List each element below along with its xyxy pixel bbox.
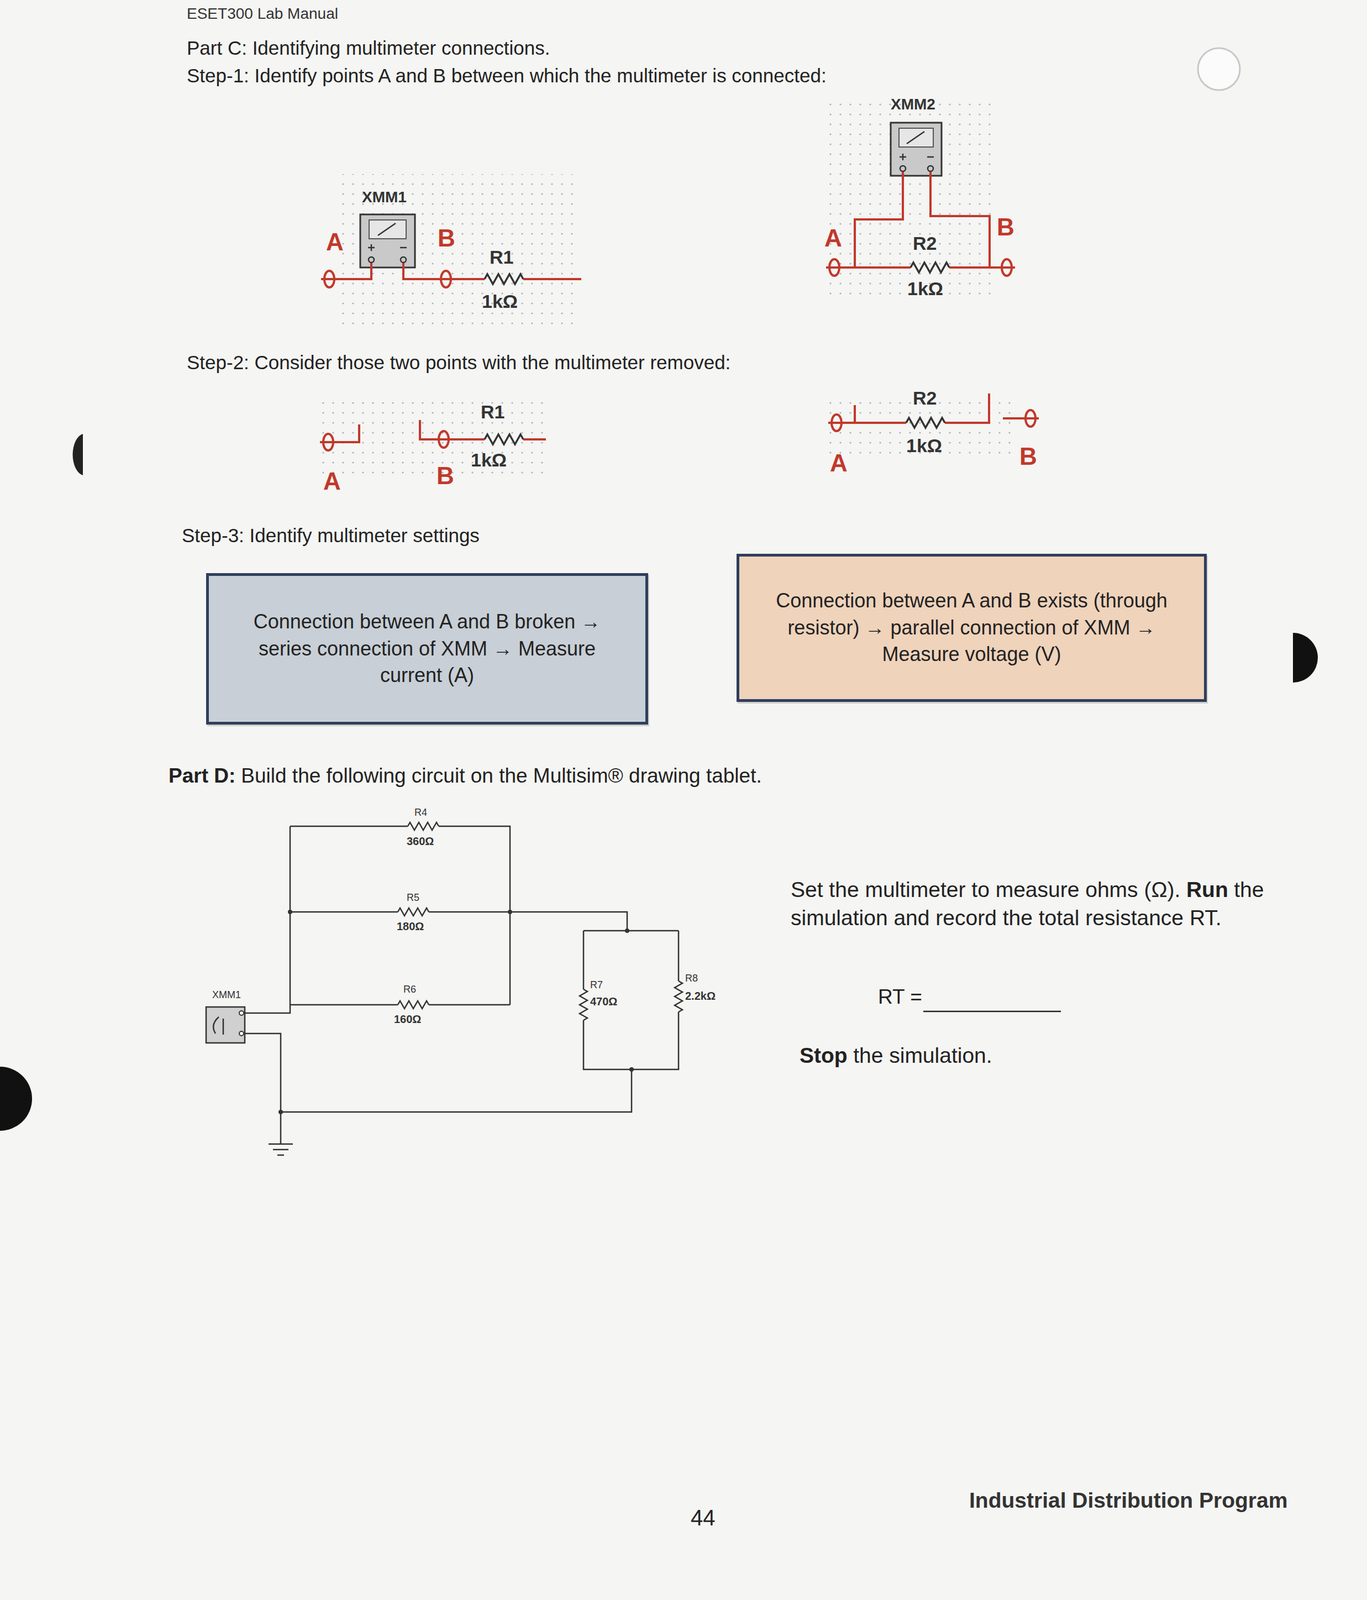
resistor-value: 1kΩ: [470, 448, 507, 472]
resistor-value: 1kΩ: [906, 434, 943, 457]
point-label: A: [829, 448, 848, 478]
resistor-value: 180Ω: [396, 919, 424, 933]
resistor-name: R7: [590, 979, 603, 992]
meter-name: XMM2: [890, 95, 936, 114]
instruction-text: Stopthe simulation.: [799, 1041, 1187, 1070]
multimeter-icon: [360, 214, 415, 268]
instruction-text-part: the simulation.: [853, 1043, 992, 1067]
resistor-value: 1kΩ: [907, 277, 944, 301]
point-label: B: [1019, 442, 1038, 472]
resistor-name: R8: [685, 972, 698, 985]
instruction-text: Set the multimeter to measure ohms (Ω).R…: [790, 875, 1322, 932]
answer-line: [923, 1010, 1061, 1013]
resistor-value: 1kΩ: [481, 290, 518, 313]
page-number: 44: [690, 1504, 716, 1531]
multimeter-icon: [890, 122, 942, 176]
point-label: B: [996, 212, 1015, 243]
instruction-text-part: Stop: [799, 1043, 848, 1067]
grid: [337, 174, 578, 327]
punch-hole: [1197, 48, 1240, 91]
resistor-value: 470Ω: [590, 994, 618, 1008]
box-text: Connection between A and B broken → seri…: [227, 608, 627, 690]
resistor-value: 2.2kΩ: [685, 989, 716, 1003]
grid: [823, 96, 995, 296]
point-label: A: [323, 466, 341, 497]
resistor-name: R2: [912, 232, 937, 255]
section-heading-part: Build the following circuit on the Multi…: [240, 764, 762, 787]
resistor-name: R1: [489, 245, 514, 269]
footer-text: Industrial Distribution Program: [969, 1487, 1288, 1514]
point-label: A: [326, 227, 344, 257]
step-heading: Step-1: Identify points A and B between …: [186, 64, 827, 88]
meter-name: XMM1: [361, 187, 407, 207]
step-heading: Step-2: Consider those two points with t…: [186, 350, 731, 375]
resistor-name: R5: [406, 891, 420, 904]
resistor-name: R6: [403, 983, 417, 996]
resistor-name: R4: [414, 806, 428, 819]
setting-box: Connection between A and B exists (throu…: [736, 553, 1207, 702]
point-label: B: [437, 223, 456, 254]
instruction-text-part: Set the multimeter to measure ohms (Ω).: [790, 877, 1181, 902]
point-label: B: [436, 461, 455, 491]
section-heading-part: Part D:: [168, 764, 236, 787]
wire: [337, 263, 582, 280]
resistor-name: R2: [912, 386, 937, 410]
resistor-value: 160Ω: [393, 1012, 422, 1026]
punch-hole: [72, 433, 83, 476]
grid: [320, 397, 545, 481]
running-header: ESET300 Lab Manual: [186, 4, 339, 24]
point-label: A: [824, 223, 843, 254]
punch-hole: [0, 1066, 33, 1131]
box-text-line: Connection between A and B broken → seri…: [227, 608, 627, 690]
answer-label: RT =: [877, 984, 923, 1009]
section-heading: Part C: Identifying multimeter connectio…: [186, 36, 551, 60]
junction-dot: [278, 909, 634, 1114]
multimeter-icon: [206, 1006, 245, 1043]
box-text: Connection between A and B exists (throu…: [758, 587, 1186, 669]
punch-hole: [1292, 632, 1318, 683]
resistor-name: R1: [480, 400, 505, 424]
wire: [244, 826, 679, 1155]
step-heading: Step-3: Identify multimeter settings: [181, 523, 480, 548]
wire: [842, 171, 999, 268]
section-heading: Part D:Build the following circuit on th…: [168, 762, 1053, 790]
resistor-value: 360Ω: [406, 834, 434, 848]
instruction-text-part: Run: [1186, 877, 1229, 902]
meter-name: XMM1: [212, 989, 241, 1002]
setting-box: Connection between A and B broken → seri…: [206, 572, 649, 725]
box-text-line: Connection between A and B exists (throu…: [758, 587, 1186, 669]
